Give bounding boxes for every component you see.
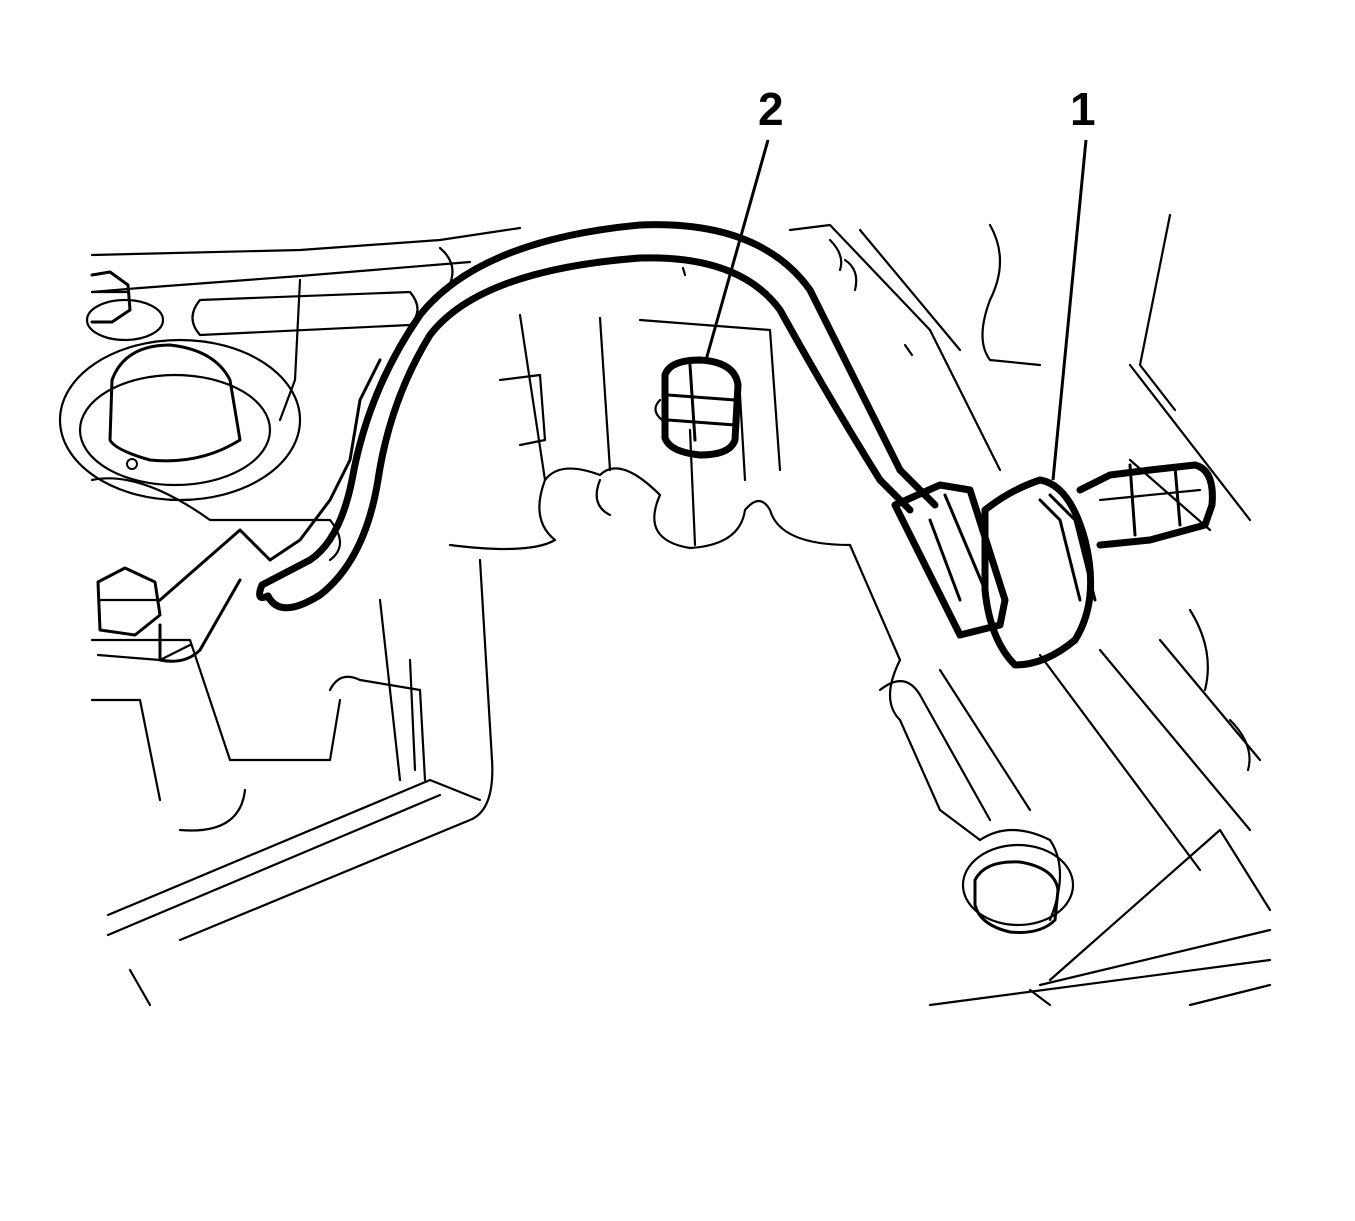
- housing-outline: [90, 213, 1272, 1007]
- round-stud-cap: [58, 338, 302, 502]
- connector-2: [654, 356, 742, 459]
- leader-line-1: [1051, 139, 1088, 481]
- callout-1: 1: [1070, 83, 1096, 135]
- harness-clip-bracket: [158, 358, 382, 663]
- leader-line-2: [704, 139, 770, 361]
- callout-leaders: [704, 139, 1088, 481]
- lower-hex-bolt: [96, 566, 192, 662]
- callout-2: 2: [758, 83, 784, 135]
- locating-dowel: [961, 843, 1075, 934]
- sensor-1: [891, 461, 1216, 669]
- wiring-harness: [256, 221, 939, 612]
- upper-hex-bolt: [85, 270, 165, 342]
